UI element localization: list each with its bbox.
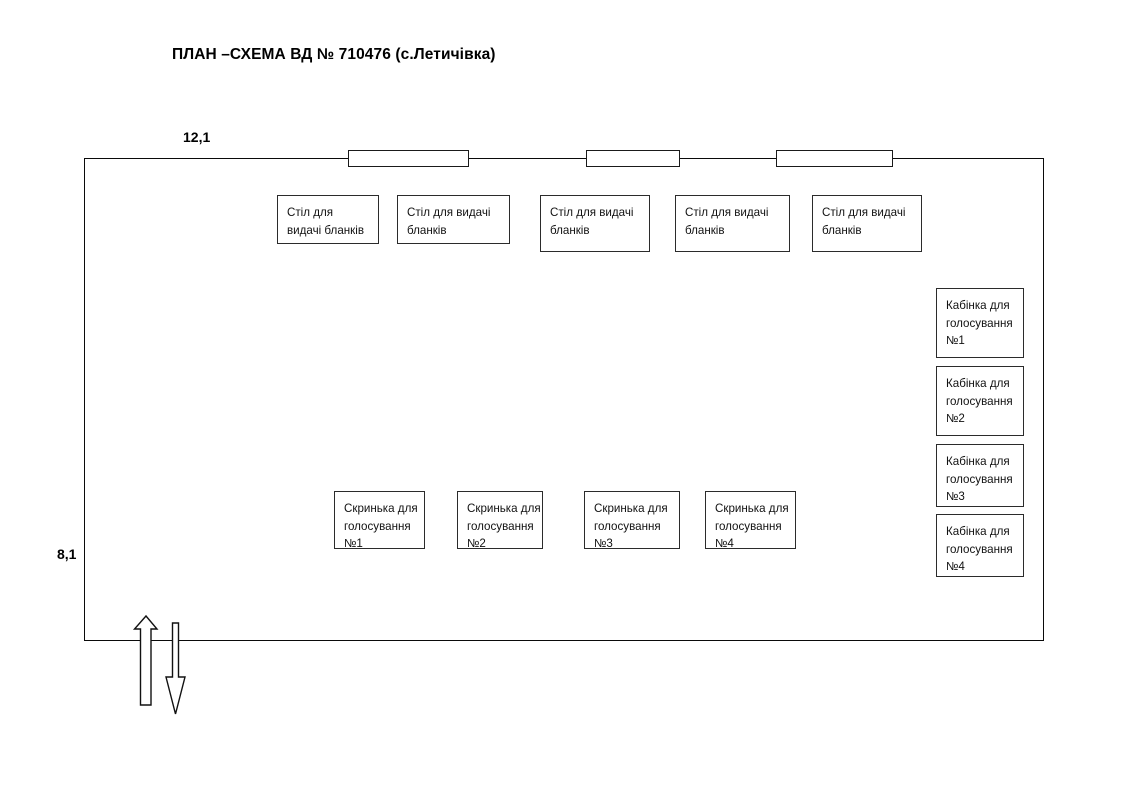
dimension-label-height: 8,1: [57, 546, 77, 562]
window-1: [348, 150, 469, 167]
room-outline: [84, 158, 1044, 641]
table-for-ballots-1[interactable]: Стіл для видачі бланків: [277, 195, 379, 244]
voting-booth-3[interactable]: Кабінка для голосування №3: [936, 444, 1024, 507]
table-for-ballots-2[interactable]: Стіл для видачі бланків: [397, 195, 510, 244]
ballot-box-3[interactable]: Скринька для голосування №3: [584, 491, 680, 550]
voting-booth-4[interactable]: Кабінка для голосування №4: [936, 514, 1024, 577]
ballot-box-4[interactable]: Скринька для голосування №4: [705, 491, 796, 550]
window-3: [776, 150, 893, 167]
table-for-ballots-3[interactable]: Стіл для видачі бланків: [540, 195, 650, 252]
voting-booth-2[interactable]: Кабінка для голосування №2: [936, 366, 1024, 436]
voting-booth-1[interactable]: Кабінка для голосування №1: [936, 288, 1024, 358]
window-2: [586, 150, 680, 167]
table-for-ballots-4[interactable]: Стіл для видачі бланків: [675, 195, 790, 252]
page-title: ПЛАН –СХЕМА ВД № 710476 (с.Летичівка): [172, 46, 496, 63]
ballot-box-2[interactable]: Скринька для голосування №2: [457, 491, 543, 550]
dimension-label-width: 12,1: [183, 129, 211, 145]
table-for-ballots-5[interactable]: Стіл для видачі бланків: [812, 195, 922, 252]
ballot-box-1[interactable]: Скринька для голосування №1: [334, 491, 425, 550]
